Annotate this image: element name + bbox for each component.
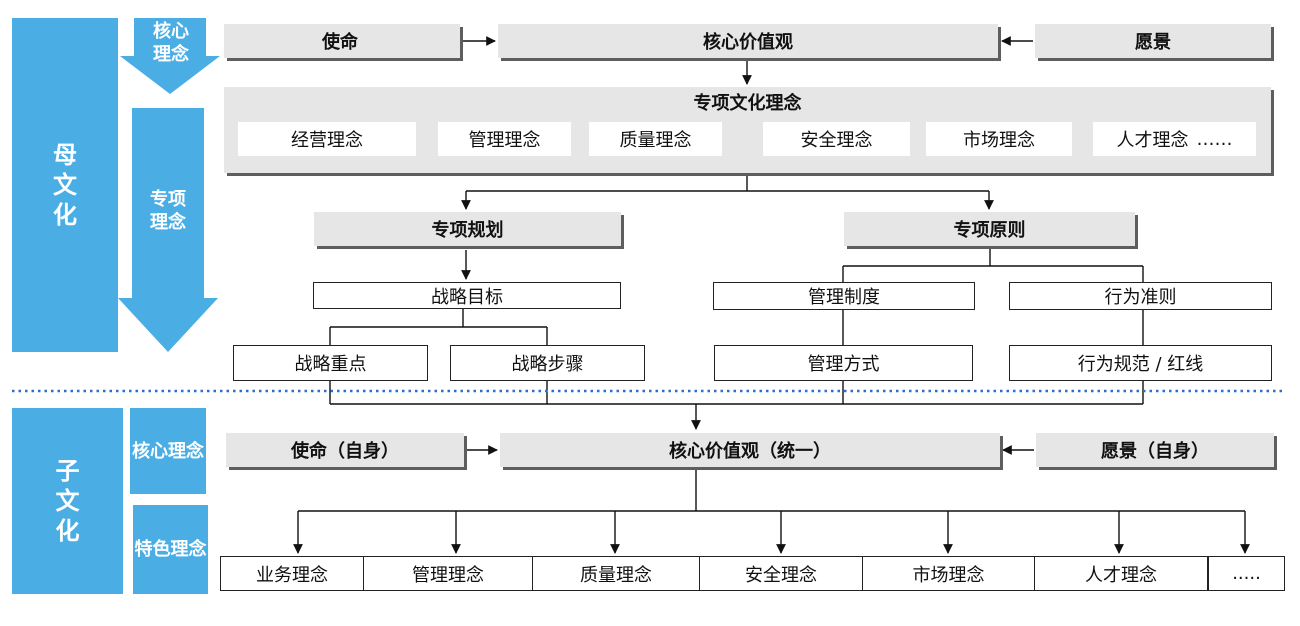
special-item-talent: 人才理念 …… — [1093, 122, 1256, 156]
special-item-business: 经营理念 — [238, 122, 416, 156]
mission-box: 使命 — [224, 24, 460, 58]
special-item-market: 市场理念 — [926, 122, 1072, 156]
strategic-steps-box: 战略步骤 — [450, 345, 645, 381]
special-concept-label: 专项理念 — [150, 189, 186, 233]
child-culture-label: 子文化 — [55, 457, 80, 545]
special-item-safety: 安全理念 — [763, 122, 910, 156]
child-item-business: 业务理念 — [220, 556, 364, 591]
child-item-safety: 安全理念 — [699, 556, 863, 591]
child-item-management: 管理理念 — [363, 556, 533, 591]
vision-box: 愿景 — [1035, 24, 1271, 58]
core-concept-label-top: 核心理念 — [153, 21, 189, 65]
management-system-box: 管理制度 — [713, 282, 975, 310]
management-method-box: 管理方式 — [714, 345, 973, 381]
child-culture-panel: 子文化 — [12, 408, 123, 594]
strategic-focus-box: 战略重点 — [233, 345, 428, 381]
special-culture-title: 专项文化理念 — [693, 93, 802, 114]
child-item-quality: 质量理念 — [532, 556, 700, 591]
strategic-goal-box: 战略目标 — [313, 282, 621, 309]
child-item-talent: 人才理念 — [1034, 556, 1208, 591]
child-item-more: ..... — [1208, 556, 1285, 591]
special-item-quality: 质量理念 — [589, 122, 722, 156]
core-concept-arrow — [120, 18, 220, 94]
core-values-box: 核心价值观 — [498, 24, 998, 58]
core-concept-label-bottom: 核心理念 — [130, 408, 206, 494]
special-item-management: 管理理念 — [438, 122, 571, 156]
vision-self-box: 愿景（自身） — [1036, 433, 1274, 467]
conduct-norms-box: 行为规范 / 红线 — [1009, 345, 1272, 381]
code-of-conduct-box: 行为准则 — [1009, 282, 1272, 310]
feature-concept-label: 特色理念 — [133, 505, 208, 594]
special-principles-box: 专项原则 — [844, 212, 1135, 246]
mother-culture-panel: 母文化 — [12, 18, 118, 352]
special-item-more: …… — [1196, 128, 1233, 150]
special-concept-arrow — [118, 108, 218, 352]
child-item-market: 市场理念 — [862, 556, 1035, 591]
special-item-talent-label: 人才理念 — [1116, 130, 1189, 151]
special-planning-box: 专项规划 — [314, 212, 621, 246]
core-values-unified-box: 核心价值观（统一） — [500, 433, 1000, 467]
mother-culture-label: 母文化 — [53, 141, 77, 229]
mission-self-box: 使命（自身） — [226, 433, 464, 467]
